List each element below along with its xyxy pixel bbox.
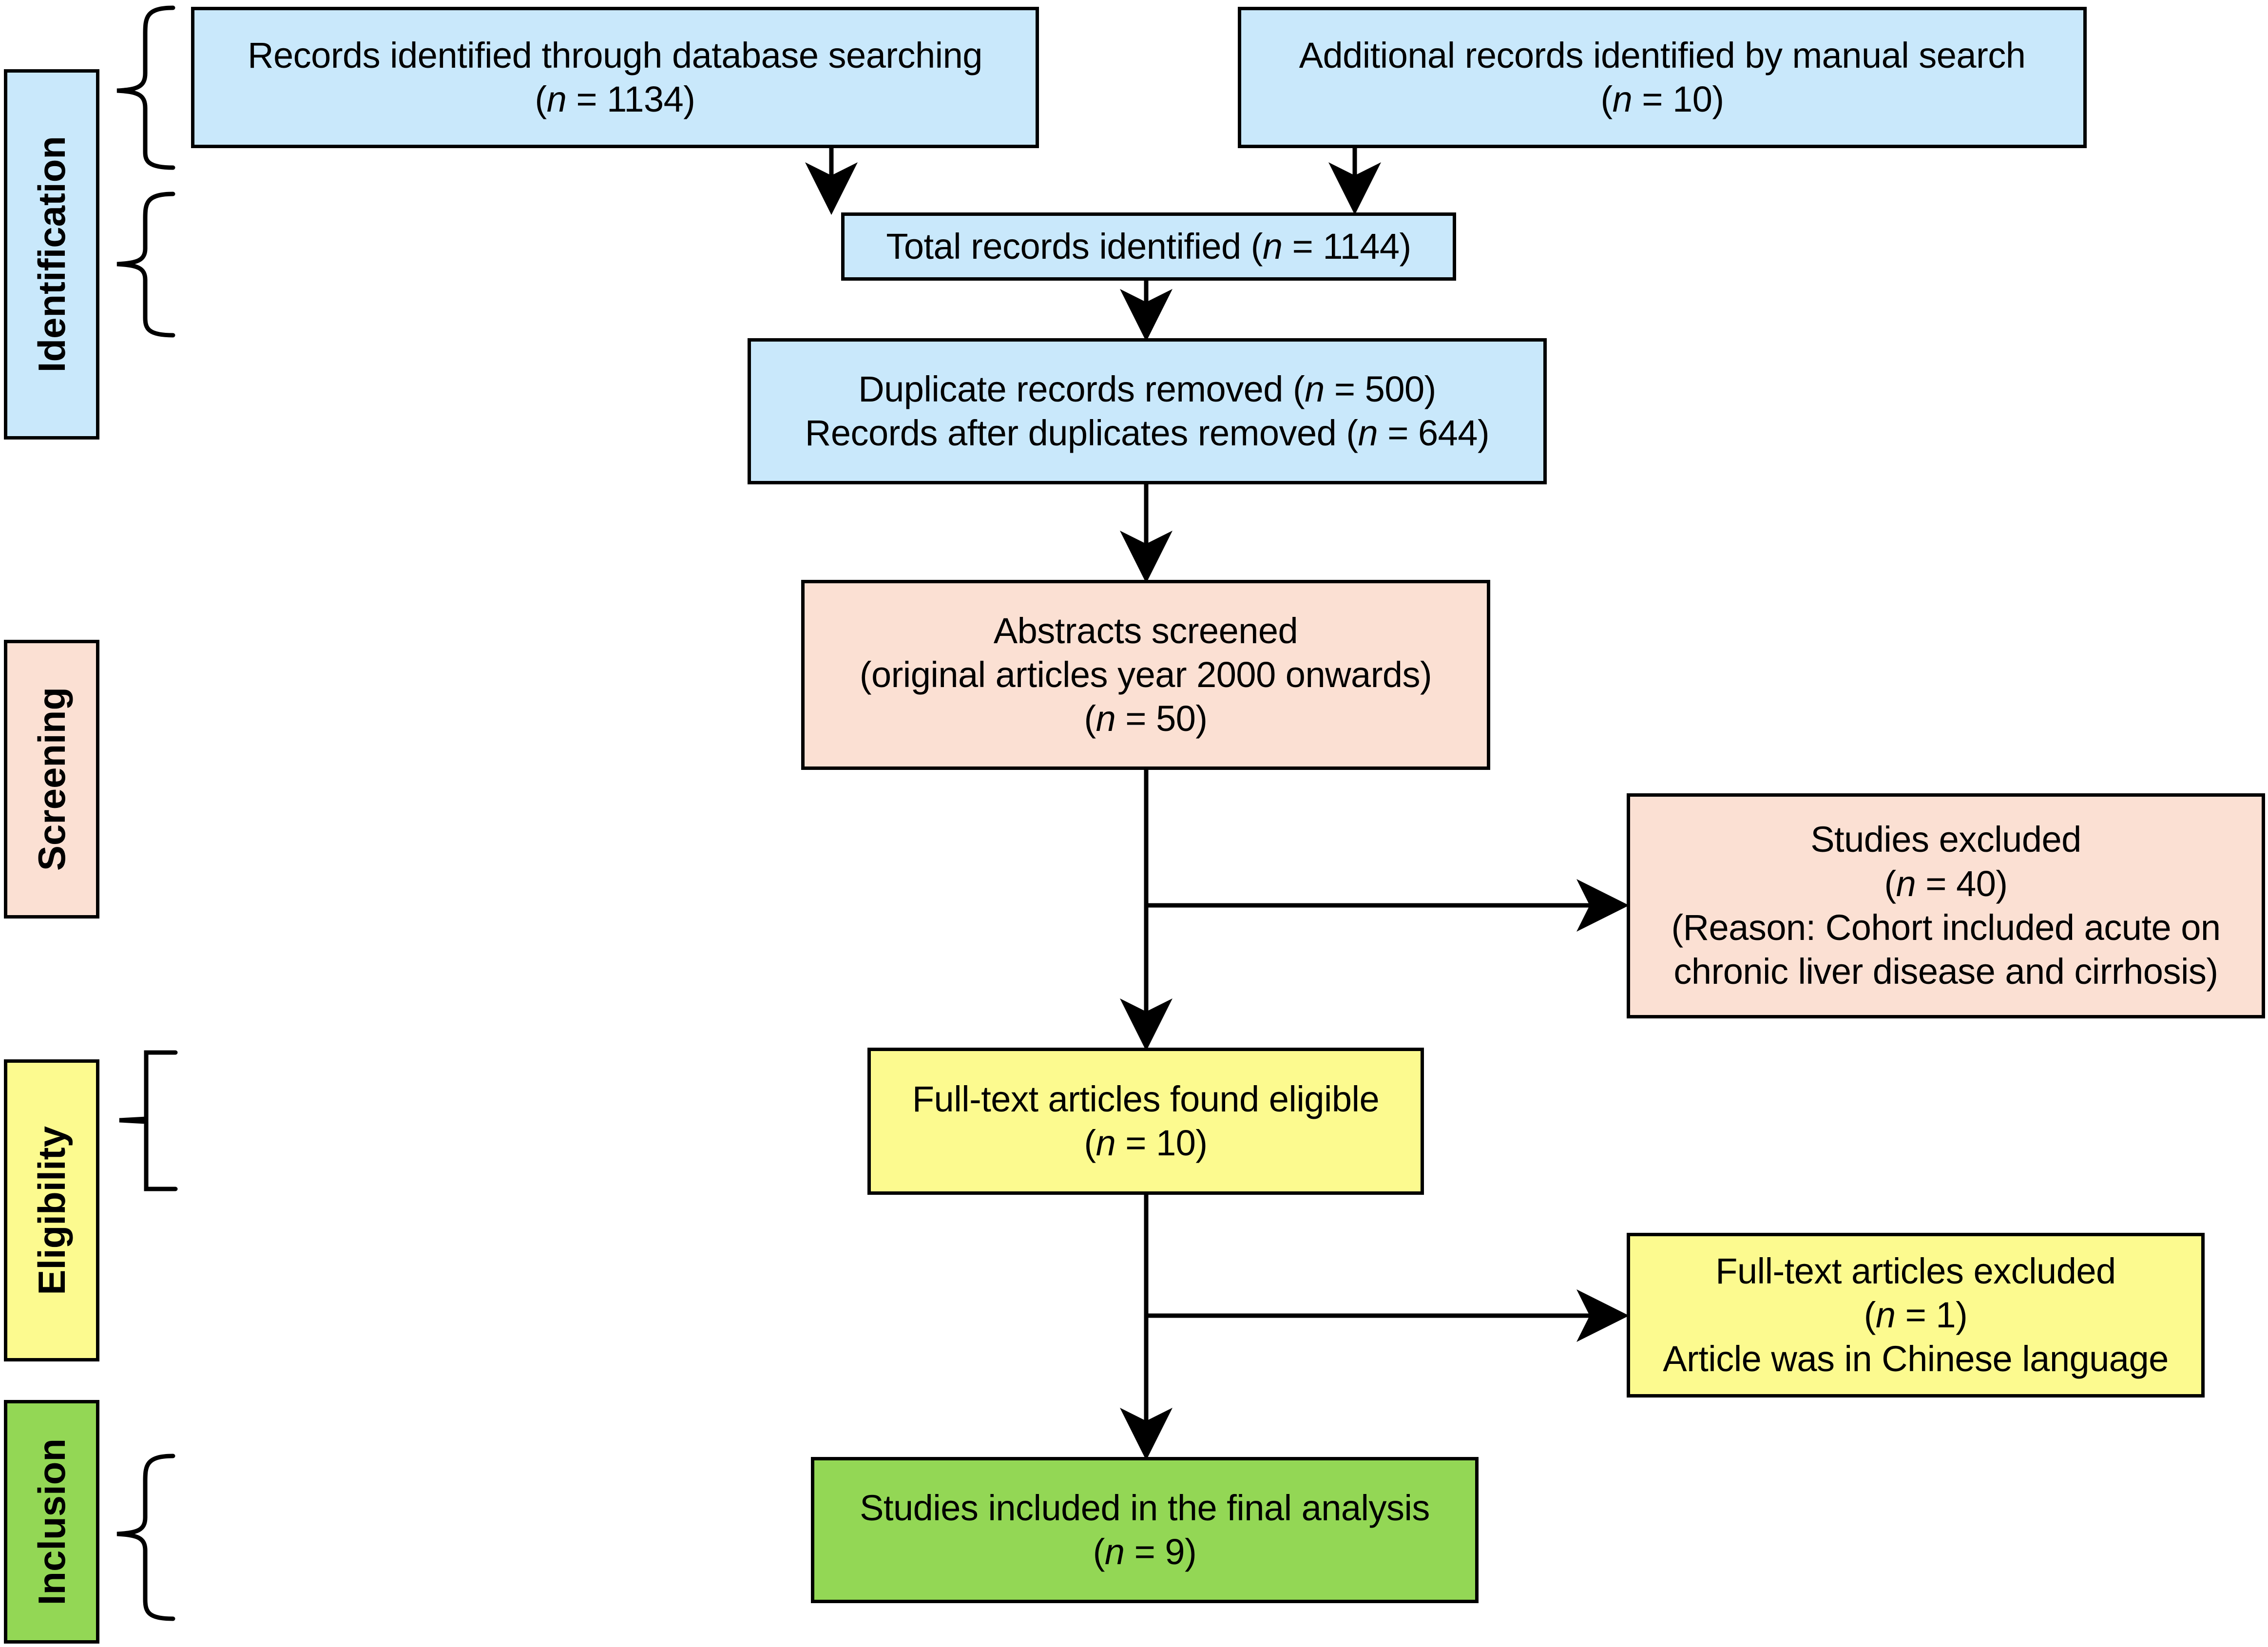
stage-label-screening: Screening <box>4 640 99 919</box>
node-abstracts-screened-line2: (original articles year 2000 onwards) <box>859 654 1432 695</box>
node-fulltext-excluded-content: Full-text articles excluded (n = 1) Arti… <box>1663 1249 2169 1381</box>
stage-label-eligibility-text: Eligibility <box>30 1126 73 1295</box>
brace-eligibility <box>119 1050 178 1191</box>
edge-group <box>805 147 1629 1460</box>
node-studies-included-content: Studies included in the final analysis (… <box>860 1486 1430 1574</box>
node-abstracts-screened: Abstracts screened (original articles ye… <box>801 580 1490 770</box>
node-total-records-content: Total records identified (n = 1144) <box>886 225 1411 268</box>
node-fulltext-excluded-line3: Article was in Chinese language <box>1663 1339 2169 1379</box>
node-duplicates-content: Duplicate records removed (n = 500) Reco… <box>805 367 1490 456</box>
node-duplicates-line1: Duplicate records removed (n = 500) <box>858 368 1436 409</box>
stage-braces <box>116 5 178 1621</box>
node-fulltext-excluded-line1: Full-text articles excluded <box>1715 1250 2116 1291</box>
node-manual-records-line1: Additional records identified by manual … <box>1299 35 2026 76</box>
node-fulltext-eligible-line1: Full-text articles found eligible <box>912 1078 1380 1119</box>
node-studies-excluded-line4: chronic liver disease and cirrhosis) <box>1673 951 2218 992</box>
node-fulltext-eligible: Full-text articles found eligible (n = 1… <box>867 1048 1424 1195</box>
node-manual-records-line2: (n = 10) <box>1600 79 1724 119</box>
node-manual-records: Additional records identified by manual … <box>1238 7 2087 148</box>
node-studies-excluded-line2: (n = 40) <box>1884 863 2008 904</box>
node-fulltext-excluded: Full-text articles excluded (n = 1) Arti… <box>1627 1233 2205 1398</box>
brace-inclusion <box>116 1454 175 1621</box>
node-total-records: Total records identified (n = 1144) <box>841 212 1456 281</box>
node-total-records-line1: Total records identified (n = 1144) <box>886 226 1411 267</box>
node-abstracts-screened-content: Abstracts screened (original articles ye… <box>860 609 1432 741</box>
stage-label-inclusion-text: Inclusion <box>30 1438 73 1606</box>
node-fulltext-excluded-line2: (n = 1) <box>1864 1294 1968 1335</box>
node-fulltext-eligible-line2: (n = 10) <box>1084 1123 1208 1163</box>
node-studies-excluded-line3: (Reason: Cohort included acute on <box>1671 907 2221 948</box>
node-studies-excluded: Studies excluded (n = 40) (Reason: Cohor… <box>1627 793 2265 1018</box>
node-studies-included-line2: (n = 9) <box>1093 1532 1197 1572</box>
brace-identification <box>116 5 175 170</box>
brace-screening <box>116 192 175 338</box>
stage-label-identification-text: Identification <box>30 136 73 373</box>
stage-label-eligibility: Eligibility <box>4 1059 99 1361</box>
node-studies-excluded-content: Studies excluded (n = 40) (Reason: Cohor… <box>1671 818 2221 994</box>
stage-label-screening-text: Screening <box>30 687 73 871</box>
node-studies-included-line1: Studies included in the final analysis <box>860 1487 1430 1528</box>
node-database-records-content: Records identified through database sear… <box>248 34 982 122</box>
node-database-records: Records identified through database sear… <box>191 7 1039 148</box>
node-abstracts-screened-line1: Abstracts screened <box>993 610 1298 651</box>
node-duplicates: Duplicate records removed (n = 500) Reco… <box>748 338 1547 484</box>
node-fulltext-eligible-content: Full-text articles found eligible (n = 1… <box>912 1077 1380 1166</box>
node-studies-included: Studies included in the final analysis (… <box>811 1457 1479 1603</box>
node-duplicates-line2: Records after duplicates removed (n = 64… <box>805 413 1490 453</box>
node-database-records-line1: Records identified through database sear… <box>248 35 982 76</box>
stage-label-identification: Identification <box>4 69 99 440</box>
node-studies-excluded-line1: Studies excluded <box>1810 819 2081 860</box>
node-abstracts-screened-line3: (n = 50) <box>1084 698 1208 739</box>
stage-label-inclusion: Inclusion <box>4 1400 99 1644</box>
node-manual-records-content: Additional records identified by manual … <box>1299 34 2026 122</box>
node-database-records-line2: (n = 1134) <box>535 79 695 119</box>
